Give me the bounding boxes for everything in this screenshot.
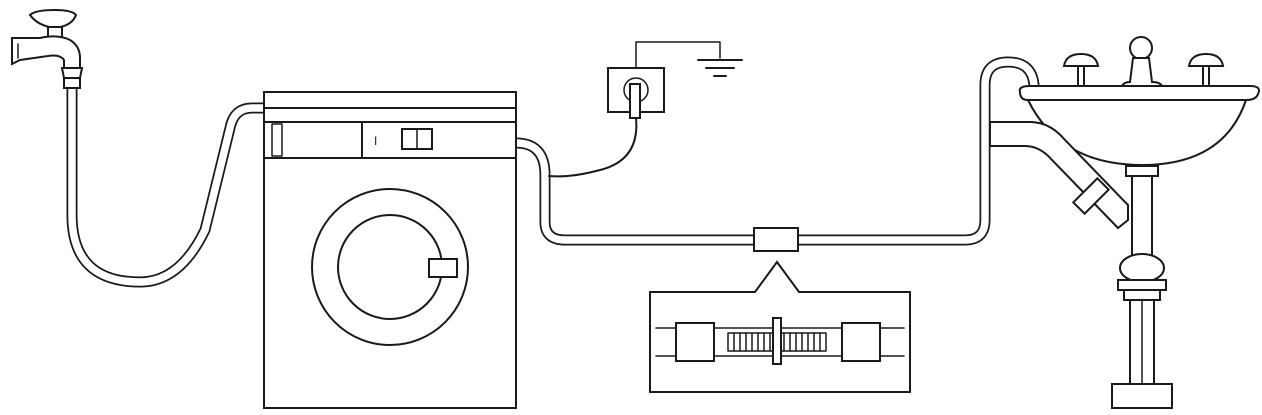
ground-symbol-icon [697, 59, 743, 77]
hot-tap-icon [1062, 52, 1100, 67]
plug-icon [629, 83, 641, 119]
detergent-drawer [271, 123, 283, 157]
branch-clamp [1071, 176, 1111, 216]
basin-rim [1018, 85, 1260, 101]
inlet-hose [66, 82, 272, 288]
tap-body [11, 35, 81, 69]
ground-wire [635, 41, 721, 69]
tap-nozzle [60, 67, 84, 79]
water-tap [11, 8, 84, 89]
threaded-coupling [727, 317, 827, 365]
tap-handle-icon [28, 8, 78, 30]
washing-machine: I [263, 91, 517, 409]
faucet-spout [1120, 57, 1164, 87]
cold-tap-icon [1187, 52, 1225, 67]
drain-hose [510, 56, 1040, 246]
floor-flange [1111, 383, 1173, 409]
power-socket [548, 41, 721, 178]
hose-connector [753, 227, 799, 252]
door-glass [337, 214, 443, 320]
wash-basin [1018, 36, 1260, 167]
connector-detail [649, 260, 911, 393]
door-handle [428, 258, 458, 278]
drain-trap [989, 121, 1173, 409]
power-cable [548, 117, 638, 178]
faucet-knob-icon [1129, 36, 1153, 60]
panel-mark: I [374, 134, 377, 148]
